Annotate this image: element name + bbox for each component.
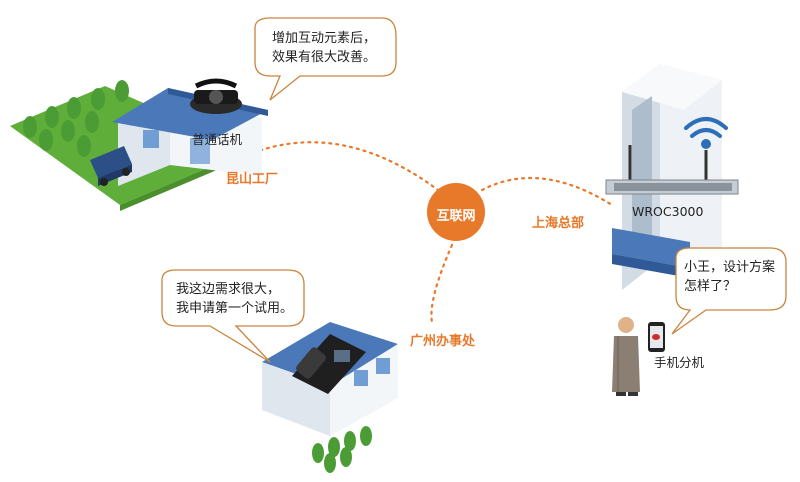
factory-door (190, 138, 210, 164)
bubble-text-hq: 小王，设计方案 怎样了？ (684, 260, 776, 294)
label-kunshan: 昆山工厂 (226, 172, 279, 187)
factory-scene (10, 78, 268, 211)
link-shanghai (480, 176, 614, 207)
speech-bubble-hq (671, 247, 787, 335)
trees-factory (23, 80, 129, 157)
office-scene (262, 322, 398, 473)
label-mobile: 手机分机 (654, 355, 705, 370)
speech-bubble-office (161, 269, 305, 363)
mobile-user (612, 317, 640, 396)
link-guangzhou (430, 243, 454, 324)
internet-hub (427, 183, 485, 241)
bubble-text-office: 我这边需求很大， 我申请第一个试用。 (176, 282, 294, 316)
internet-hub-label: 互联网 (436, 209, 476, 224)
wifi-icon (684, 117, 728, 149)
factory-window (143, 130, 159, 148)
router-device-icon (605, 145, 739, 195)
label-landline: 普通话机 (192, 132, 243, 147)
bubble-text-factory: 增加互动元素后， 效果有很大改善。 (272, 31, 377, 65)
ip-phone-icon (292, 334, 366, 394)
truck (90, 146, 132, 186)
factory-roof (112, 88, 268, 140)
trees-office (312, 426, 372, 473)
label-guangzhou: 广州办事处 (410, 334, 476, 349)
tower-top (622, 64, 722, 110)
landline-phone-icon (190, 78, 242, 114)
hq-tower (605, 64, 739, 290)
mobile-phone-icon (648, 322, 665, 352)
label-shanghai: 上海总部 (532, 216, 585, 231)
speech-bubble-factory (254, 17, 397, 101)
label-router: WROC3000 (632, 204, 704, 219)
